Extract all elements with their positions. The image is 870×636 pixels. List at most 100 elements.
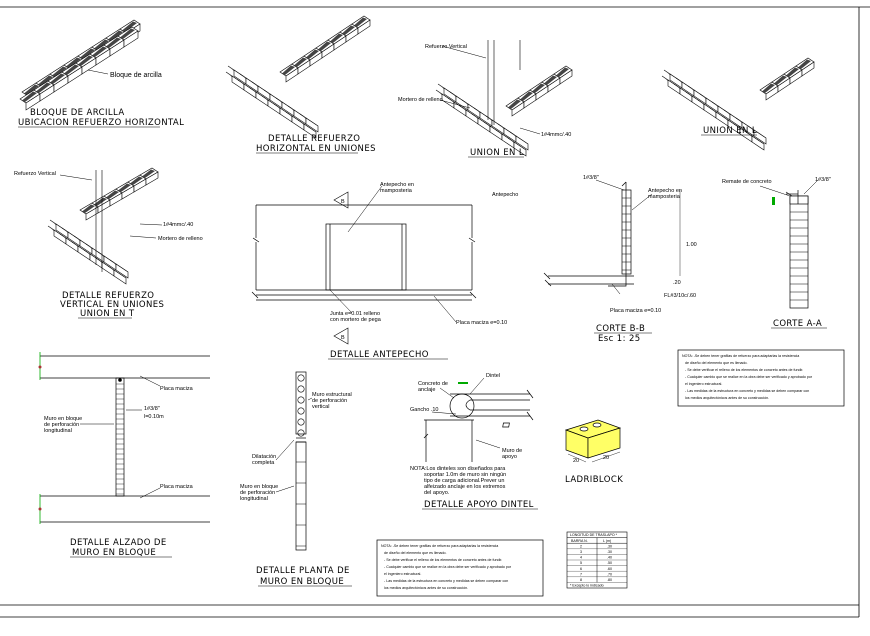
block-cell (556, 67, 569, 77)
table-header: BARRA N. (571, 539, 588, 543)
label-dt-nota-3: tipo de carga adicional.Prever un (424, 478, 504, 484)
corte-aa (759, 179, 819, 309)
label-ca-remate: Remate de concreto (722, 179, 772, 185)
note-line: los medios arquitectónicos antes de su c… (685, 396, 769, 400)
block-cell (64, 64, 79, 75)
block-cell (130, 176, 143, 185)
block-cell (106, 190, 119, 199)
block-face (357, 19, 371, 35)
table-cell: 4 (580, 556, 582, 560)
corte-bb (543, 179, 681, 295)
label-mortero-relleno-2: Mortero de relleno (158, 236, 203, 242)
iso-wall-t2 (47, 167, 159, 285)
block-cell (78, 55, 93, 66)
block-cell (52, 66, 67, 77)
core-hole (297, 418, 305, 426)
note-line: - Cualquier cambio que se realice en la … (685, 375, 813, 379)
note-line: de diseño del elemento que es llenado. (685, 361, 748, 365)
note-line: el ingeniero estructural. (685, 382, 722, 386)
block-cell (532, 83, 545, 93)
iso-wall (19, 19, 141, 111)
block-face (559, 69, 573, 85)
title-dintel: DETALLE APOYO DINTEL (424, 500, 534, 510)
alzado-dims (38, 352, 122, 524)
block-face (753, 129, 767, 145)
label-antepecho: Antepecho (492, 192, 518, 198)
block-face (751, 135, 765, 151)
label-cb-bar: 1#3/8" (583, 175, 599, 181)
label-dt-nota-1: NOTA:Los dinteles son diseñados para (410, 466, 506, 472)
iso-bloque-arcilla: Bloque de arcilla BLOQUE DE ARCILLA UBIC… (18, 19, 184, 128)
block-face (113, 269, 127, 285)
iso-wall-l (435, 65, 573, 157)
title-planta-1: DETALLE PLANTA DE (256, 566, 350, 576)
title-ladriblock: LADRIBLOCK (565, 475, 623, 485)
block-cell (38, 75, 53, 86)
table-cell: .50 (607, 561, 612, 565)
block-cell (306, 49, 319, 59)
label-al-placa-top: Placa maciza (160, 386, 194, 392)
title-refuerzo-vertical-1: DETALLE REFUERZO (62, 291, 154, 301)
label-al-muro-3: longitudinal (44, 428, 72, 434)
label-antepecho-mamp-1: Antepecho en (380, 182, 414, 188)
title-planta-2: MURO EN BLOQUE (260, 577, 344, 587)
label-mortero-relleno-1: Mortero de relleno (398, 97, 443, 103)
label-cb-antepecho-1: Antepecho en (648, 188, 682, 194)
title-antepecho: DETALLE ANTEPECHO (330, 350, 429, 360)
note-line: - Las medidas de la estructura en concre… (384, 579, 508, 583)
iso-refuerzo-horizontal: DETALLE REFUERZO HORIZONTAL EN UNIONES (225, 15, 375, 154)
block-cell (92, 46, 107, 57)
label-pl-dilatacion-2: completa (252, 460, 275, 466)
block-cell (36, 82, 51, 93)
block-face (513, 141, 527, 157)
block-cell (544, 75, 557, 85)
label-cb-dim-20: .20 (673, 280, 681, 286)
tabla-traslapo: LONGITUD DE TRASLAPO *BARRA N.L (m)2.303… (566, 531, 628, 589)
note-line: el ingeniero estructural. (384, 572, 421, 576)
block-cell (798, 59, 811, 69)
block-face (115, 263, 129, 279)
label-refuerzo-vertical-1: Refuerzo Vertical (425, 44, 467, 50)
block-cell (106, 37, 121, 48)
label-bar-spacing-2: 1#4mmc/.40 (163, 222, 193, 228)
note-box-b: NOTA: -Se deben tener grafilas de refuer… (376, 539, 544, 597)
note-line: de diseño del elemento que es llenado. (384, 551, 447, 555)
label-dt-nota-5: del apoyo. (424, 490, 450, 496)
table-cell: .70 (607, 572, 612, 576)
note-line: - Se debe verificar el relleno de los el… (685, 368, 803, 372)
title-refuerzo-vertical-2: VERTICAL EN UNIONES (60, 300, 164, 310)
note-box-a: NOTA: -Se deben tener grafilas de refuer… (677, 349, 845, 407)
block-face (303, 123, 317, 139)
table-cell: .30 (607, 544, 612, 548)
label-dt-muro-2: apoyo (502, 454, 517, 460)
block-cell (774, 75, 787, 85)
title-refuerzo-horizontal-1: DETALLE REFUERZO (268, 134, 360, 144)
label-cb-fl: FL#3/10c/.60 (664, 293, 696, 299)
label-pl-dilatacion-1: Dilatación (252, 454, 276, 460)
block-cell (142, 169, 155, 178)
table-cell: 3 (580, 550, 582, 554)
label-pl-muro-est-2: de perforación (312, 398, 347, 404)
block-face (515, 135, 529, 151)
block-face (305, 117, 319, 133)
core-hole (297, 374, 305, 382)
title-refuerzo-vertical-3: UNION EN T (80, 309, 135, 319)
label-dt-concreto-2: anclaje (418, 387, 435, 393)
dim-mark-green (772, 197, 775, 205)
label-pl-muro-est-1: Muro estructural (312, 392, 352, 398)
block-cell (94, 39, 109, 50)
note-line: NOTA: -Se deben tener grafilas de refuer… (682, 354, 799, 358)
block-cell (520, 91, 533, 101)
block-cell (94, 197, 107, 206)
label-dt-muro-1: Muro de (502, 448, 522, 454)
table-cell: 5 (580, 561, 582, 565)
table-footnote: * Excepto lo indicado (570, 584, 604, 588)
core-hole (297, 407, 305, 415)
label-junta-1: Junta e=0.01 relleno (330, 311, 380, 317)
table-cell: 8 (580, 578, 582, 582)
label-al-bar-2: l=0.10m (144, 414, 164, 420)
block-cell (282, 65, 295, 75)
title-ubicacion-refuerzo: UBICACION REFUERZO HORIZONTAL (18, 118, 184, 128)
title-union-l-1: UNION EN L (470, 148, 524, 158)
